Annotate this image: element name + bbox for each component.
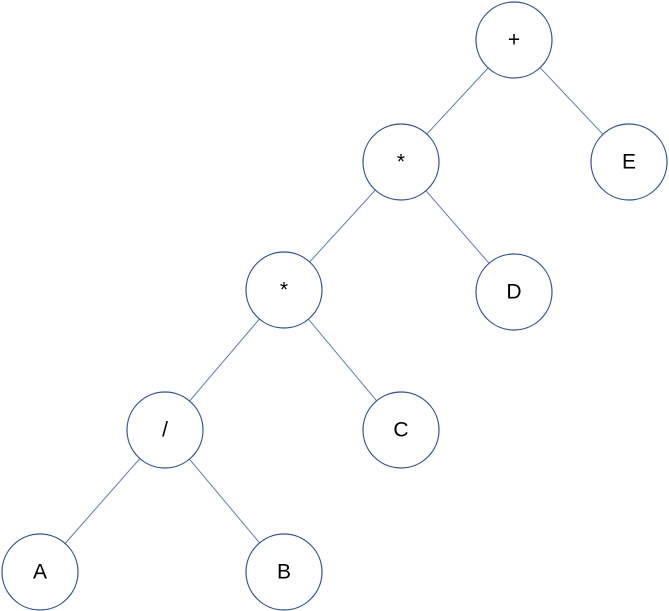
tree-node-d: D: [475, 253, 553, 331]
edge-mul1-d: [425, 190, 490, 264]
node-label-mul2: *: [280, 279, 288, 302]
node-circle-d: [475, 253, 553, 331]
node-circle-mul2: [245, 251, 323, 329]
tree-node-mul2: *: [245, 251, 323, 329]
edge-root-mul1: [426, 67, 489, 135]
node-label-d: D: [506, 281, 521, 304]
edge-root-e: [539, 67, 604, 135]
node-circle-root: [475, 1, 553, 79]
node-label-b: B: [277, 561, 291, 584]
tree-node-div: /: [126, 391, 204, 469]
tree-node-b: B: [245, 533, 323, 611]
tree-node-a: A: [1, 533, 79, 611]
node-circle-mul1: [362, 123, 440, 201]
node-label-root: +: [508, 29, 520, 52]
node-label-c: C: [393, 419, 408, 442]
node-label-mul1: *: [397, 151, 405, 174]
node-label-e: E: [622, 151, 636, 174]
node-circle-c: [362, 391, 440, 469]
tree-node-e: E: [590, 123, 668, 201]
tree-node-mul1: *: [362, 123, 440, 201]
node-label-a: A: [33, 561, 47, 584]
node-circle-a: [1, 533, 79, 611]
edge-div-a: [64, 458, 141, 544]
edge-mul1-mul2: [309, 189, 376, 263]
tree-edges: [64, 67, 604, 544]
node-circle-div: [126, 391, 204, 469]
edge-mul2-div: [189, 318, 260, 402]
tree-node-c: C: [362, 391, 440, 469]
tree-node-root: +: [475, 1, 553, 79]
node-label-div: /: [162, 419, 168, 442]
edge-div-b: [189, 458, 260, 544]
node-circle-b: [245, 533, 323, 611]
node-circle-e: [590, 123, 668, 201]
edge-mul2-c: [308, 318, 377, 402]
